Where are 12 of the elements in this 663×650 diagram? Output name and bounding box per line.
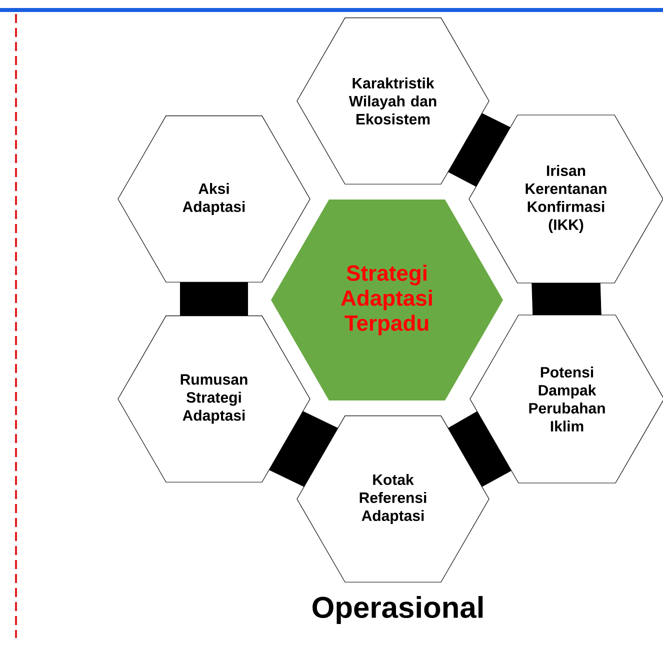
center-hexagon: Strategi Adaptasi Terpadu [271, 200, 503, 400]
hexagon-box: Potensi Dampak Perubahan Iklim [470, 314, 663, 484]
connector-bar [448, 113, 510, 187]
connector-bar [180, 282, 248, 316]
hexagon-box: Aksi Adaptasi [118, 116, 310, 282]
connector-bar [532, 283, 602, 315]
hexagon-box: Rumusan Strategi Adaptasi [118, 316, 310, 482]
hexagon-box: Irisan Kerentanan Konfirmasi (IKK) [468, 114, 663, 284]
hexagon-box: Kotak Referensi Adaptasi [296, 416, 490, 582]
caption: Operasional [312, 596, 483, 624]
hexagon-box: Karaktristik Wilayah dan Ekosistem [296, 18, 490, 184]
connector-bar [448, 411, 512, 487]
